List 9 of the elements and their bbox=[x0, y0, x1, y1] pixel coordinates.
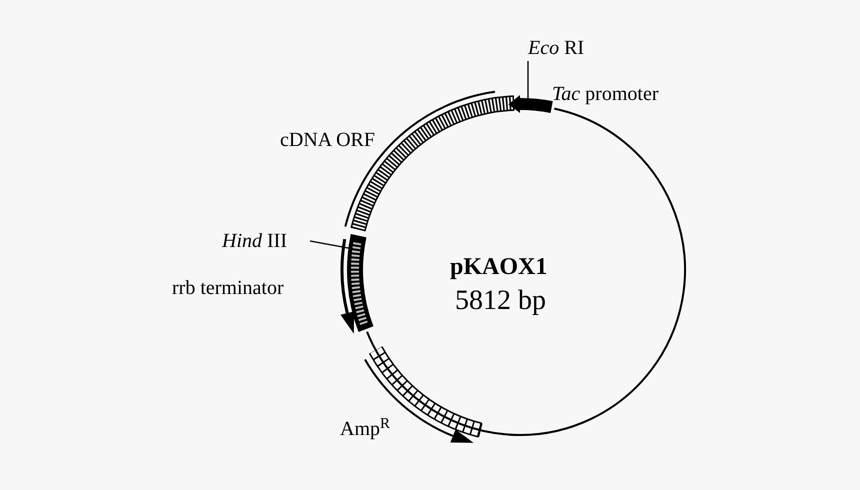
leader-line bbox=[310, 240, 360, 251]
plasmid-name: pKAOX1 bbox=[450, 253, 548, 282]
site-label: Eco RI bbox=[528, 37, 600, 61]
feature-label: Amp$^{R}$ bbox=[340, 417, 390, 442]
feature-label: cDNA ORF bbox=[280, 128, 376, 153]
site-label: Hind III bbox=[222, 230, 310, 252]
plasmid-size: 5812 bp bbox=[455, 284, 546, 318]
feature-label: Tac promoter bbox=[552, 82, 658, 107]
feature-label: rrb terminator bbox=[172, 276, 284, 301]
